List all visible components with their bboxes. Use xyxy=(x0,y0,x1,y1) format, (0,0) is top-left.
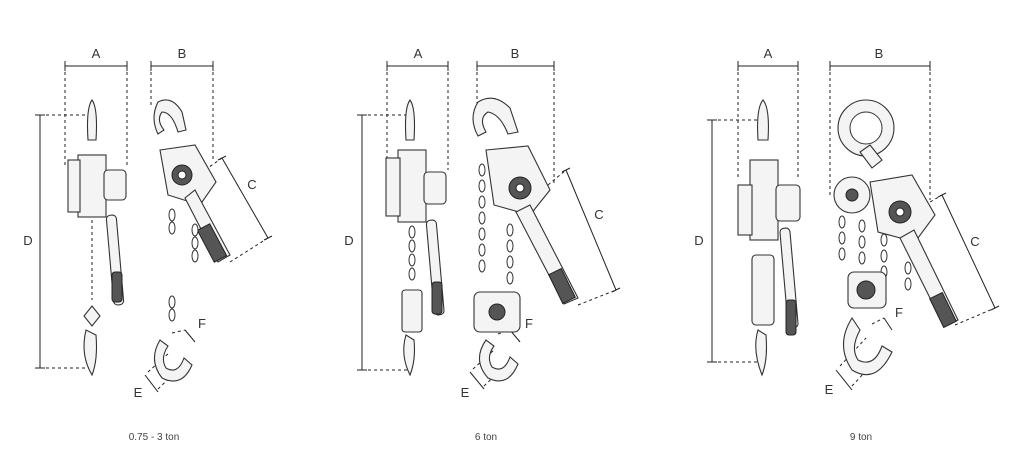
hoist-side-view xyxy=(385,99,447,377)
diagram-6-ton: A B D C E xyxy=(344,46,621,443)
hoist-front-view xyxy=(833,99,959,376)
chain xyxy=(838,215,912,291)
label-b: B xyxy=(875,46,884,61)
label-c: C xyxy=(594,207,603,222)
label-d: D xyxy=(694,233,703,248)
caption-6-ton: 6 ton xyxy=(475,432,497,443)
label-a: A xyxy=(92,46,101,61)
dimension-d: D xyxy=(694,119,760,363)
chain xyxy=(168,208,199,322)
diagram-0-75-3-ton: A B D C xyxy=(23,46,273,443)
label-e: E xyxy=(825,382,834,397)
label-d: D xyxy=(344,233,353,248)
label-b: B xyxy=(511,46,520,61)
label-f: F xyxy=(198,316,206,331)
caption-9-ton: 9 ton xyxy=(850,432,872,443)
label-c: C xyxy=(247,177,256,192)
label-e: E xyxy=(134,385,143,400)
chain xyxy=(478,163,514,285)
dimension-a: A xyxy=(737,46,799,180)
dimension-c: C xyxy=(924,192,1000,326)
dimension-f: F xyxy=(871,305,903,331)
label-a: A xyxy=(414,46,423,61)
label-f: F xyxy=(525,316,533,331)
hoist-front-view xyxy=(153,99,231,382)
dimension-d: D xyxy=(23,114,85,369)
hoist-side-view xyxy=(737,99,801,377)
label-c: C xyxy=(970,234,979,249)
label-a: A xyxy=(764,46,773,61)
dimension-a: A xyxy=(64,46,128,165)
caption-0-75-3-ton: 0.75 - 3 ton xyxy=(129,432,180,443)
chain xyxy=(408,225,416,281)
dimension-c: C xyxy=(204,155,273,263)
label-e: E xyxy=(461,385,470,400)
label-b: B xyxy=(178,46,187,61)
label-d: D xyxy=(23,233,32,248)
dimension-a: A xyxy=(386,46,449,170)
label-f: F xyxy=(895,305,903,320)
hoist-front-view xyxy=(472,97,579,382)
dimension-b: B xyxy=(150,46,214,160)
dimension-d: D xyxy=(344,114,410,371)
dimension-c: C xyxy=(547,167,621,306)
dimension-b: B xyxy=(476,46,555,185)
hoist-side-view xyxy=(67,99,127,377)
dimension-b: B xyxy=(829,46,931,200)
dimension-f: F xyxy=(171,316,206,343)
diagram-9-ton: A B D C E xyxy=(694,46,1000,443)
